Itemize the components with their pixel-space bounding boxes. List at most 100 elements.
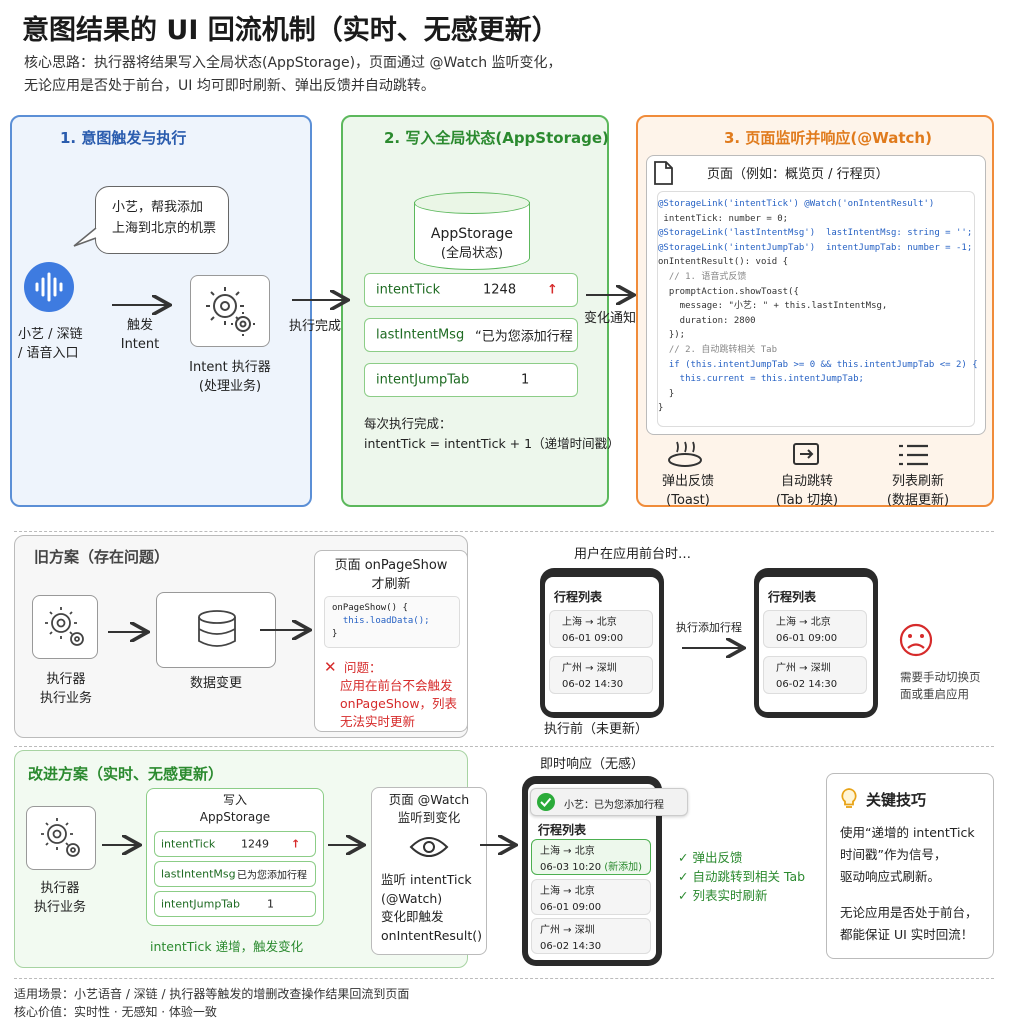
new-scheme-title: 改进方案（实时、无感更新）: [28, 765, 224, 783]
label-line: 小艺 / 深链: [18, 327, 83, 342]
jump-icon: [793, 443, 819, 465]
label-line: AppStorage: [199, 810, 271, 824]
list-item: 上海 → 北京 06-01 09:00: [549, 610, 653, 648]
error-x-icon: ✕: [324, 658, 337, 676]
label-line: (数据更新): [886, 493, 950, 508]
list-title: 行程列表: [554, 590, 603, 604]
list-item: 上海 → 北京 06-01 09:00: [531, 879, 651, 915]
label-line: 变化即触发: [381, 909, 444, 924]
item-route: 上海 → 北京: [776, 617, 831, 628]
list-icon: [899, 444, 928, 466]
label-line: 执行业务: [39, 691, 92, 706]
old-scheme-title: 旧方案（存在问题）: [34, 548, 170, 566]
field-name: lastIntentMsg: [376, 327, 465, 343]
watch-card: [371, 787, 487, 955]
panel-appstorage: [341, 115, 609, 507]
old-code-block: onPageShow() { this.loadData(); }: [324, 596, 460, 648]
item-time: 06-03 10:20: [540, 862, 602, 873]
item-time: 06-02 14:30: [776, 679, 838, 690]
label-line: 页面 onPageShow: [334, 558, 448, 573]
old-executor-box: [32, 595, 98, 659]
label-line: AppStorage: [430, 226, 514, 242]
trigger-label: 触发 Intent: [118, 316, 162, 354]
divider: [14, 746, 994, 747]
check-list: ✓ 弹出反馈 ✓ 自动跳转到相关 Tab ✓ 列表实时刷新: [678, 848, 805, 905]
item-route: 上海 → 北京: [562, 617, 617, 628]
list-title: 行程列表: [768, 590, 817, 604]
gear-icon: [45, 607, 84, 646]
page-title: 意图结果的 UI 回流机制（实时、无感更新）: [22, 15, 559, 46]
label-line: 面或重启应用: [900, 687, 969, 701]
field-value: 1: [267, 897, 274, 911]
item-route: 广州 → 深圳: [776, 663, 831, 674]
listen-text: 监听 intentTick (@Watch) 变化即触发 onIntentRes…: [381, 871, 482, 945]
footer-line: 核心价值：实时性 · 无感知 · 体验一致: [14, 1005, 217, 1019]
page-subtitle: 核心思路：执行器将结果写入全局状态(AppStorage)，页面通过 @Watc…: [24, 52, 562, 98]
new-tag: (新添加): [604, 862, 643, 873]
tips-text: 使用“递增的 intentTick 时间戳”作为信号， 驱动响应式刷新。 无论应…: [840, 822, 978, 946]
sad-note: 需要手动切换页 面或重启应用: [900, 669, 981, 703]
label-line: (处理业务): [198, 379, 262, 394]
label-line: 应用在前台不会触发: [340, 678, 453, 693]
code-line: intentTick: number = 0;: [658, 213, 789, 224]
check-circle-icon: [537, 793, 555, 811]
onpageshow-title: 页面 onPageShow 才刷新: [314, 556, 468, 594]
label-line: 监听到变化: [397, 810, 461, 825]
entry-label: 小艺 / 深链 / 语音入口: [18, 325, 83, 363]
item-time: 06-02 14:30: [562, 679, 624, 690]
divider: [14, 531, 994, 532]
field-value: “已为您添加行程: [475, 329, 573, 345]
label-line: 自动跳转: [780, 474, 833, 489]
executor-label: Intent 执行器 (处理业务): [180, 358, 280, 396]
notify-label: 变化通知: [584, 311, 637, 326]
toast-icon: [668, 441, 702, 467]
label-line: Intent: [120, 337, 160, 352]
code-line: this.loadData();: [332, 616, 430, 626]
check-item: ✓ 弹出反馈: [678, 850, 743, 865]
panel-title: 1. 意图触发与执行: [60, 129, 187, 147]
code-line: if (this.intentJumpTab >= 0 && this.inte…: [658, 359, 978, 370]
list-item: 广州 → 深圳 06-02 14:30: [549, 656, 653, 694]
field-name: intentJumpTab: [376, 372, 470, 388]
field-value: 1249: [241, 837, 269, 851]
field-last-intent-msg: lastIntentMsg “已为您添加行程: [364, 318, 578, 352]
list-item-new: 上海 → 北京 06-03 10:20 (新添加): [531, 839, 651, 875]
code-line: });: [658, 330, 686, 341]
list-item: 广州 → 深圳 06-02 14:30: [763, 656, 867, 694]
tip-line: 驱动响应式刷新。: [840, 869, 941, 884]
label-line: onIntentResult(): [381, 927, 482, 943]
list-item: 广州 → 深圳 06-02 14:30: [531, 918, 651, 954]
label-line: Intent 执行器: [189, 360, 271, 375]
voice-mic-icon[interactable]: [24, 262, 74, 312]
code-line: this.current = this.intentJumpTab;: [658, 374, 864, 385]
up-arrow-icon: ↑: [291, 837, 301, 851]
intent-executor-box: [190, 275, 270, 347]
tips-title: 关键技巧: [866, 791, 927, 809]
divider: [14, 978, 994, 979]
label-line: 需要手动切换页: [900, 670, 981, 684]
gear-icon: [41, 818, 80, 857]
footer: 适用场景：小艺语音 / 深链 / 执行器等触发的增删改查操作结果回流到页面 核心…: [14, 985, 409, 1021]
field-value: 1: [521, 372, 530, 388]
item-time-row: 06-03 10:20 (新添加): [540, 860, 650, 876]
scene-caption: 用户在应用前台时…: [574, 547, 692, 562]
label-line: 才刷新: [371, 577, 411, 592]
list-title: 行程列表: [538, 823, 587, 837]
item-route: 广州 → 深圳: [562, 663, 617, 674]
code-line: @StorageLink('intentJumpTab') intentJump…: [658, 242, 973, 253]
label-line: / 语音入口: [18, 346, 79, 361]
label-line: 弹出反馈: [661, 474, 714, 489]
label-line: 执行业务: [33, 900, 86, 915]
instant-caption: 即时响应（无感）: [540, 757, 645, 772]
effect-refresh: 列表刷新 (数据更新): [876, 472, 960, 510]
label-line: 写入: [222, 793, 247, 807]
document-icon: [654, 161, 673, 185]
code-line: @StorageLink('intentTick') @Watch('onInt…: [658, 199, 935, 209]
field-name: intentTick: [376, 282, 441, 298]
label-line: 触发: [126, 318, 153, 333]
label-line: onPageShow，列表: [340, 696, 458, 711]
label-line: 列表刷新: [891, 474, 944, 489]
code-line: }: [332, 629, 338, 639]
note-line: intentTick = intentTick + 1（递增时间戳）: [364, 436, 620, 451]
new-executor-box: [26, 806, 96, 870]
